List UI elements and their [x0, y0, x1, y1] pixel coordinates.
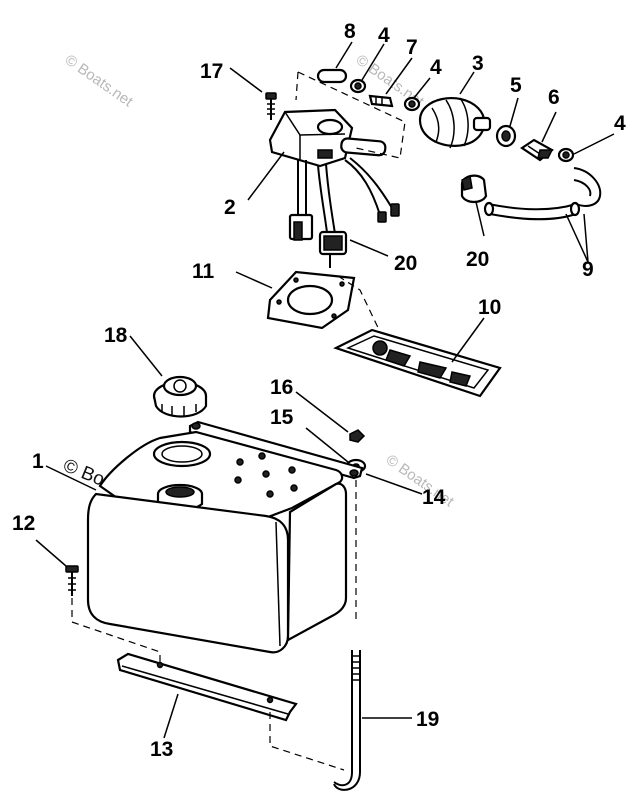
part-bracket-13: [116, 652, 298, 722]
watermark-top-left: © Boats.net: [62, 51, 137, 110]
callout-6: 6: [548, 86, 560, 109]
callout-18: 18: [104, 324, 128, 347]
part-screw-19: [265, 92, 277, 120]
part-washer-4c: [557, 147, 575, 163]
callout-11: 11: [192, 260, 215, 283]
callout-10: 10: [478, 296, 501, 319]
part-fuel-hose-9: [483, 167, 602, 221]
callout-7: 7: [406, 36, 418, 59]
part-ring-5: [495, 124, 517, 148]
part-stud-14: [333, 480, 361, 791]
callout-1: 1: [32, 450, 44, 473]
callout-20-a: 20: [394, 252, 417, 275]
callout-3: 3: [472, 52, 484, 75]
callout-12: 12: [12, 512, 35, 535]
part-connector-body-2: [268, 108, 400, 268]
callout-4-c: 4: [614, 112, 626, 135]
gasket-alignment-line: [337, 275, 384, 339]
part-hose-clamp-20: [460, 174, 488, 204]
part-nut-17: [349, 429, 366, 443]
callout-4-a: 4: [378, 24, 390, 47]
screw-12-alignment-line: [71, 598, 161, 662]
callout-15: 14: [422, 486, 446, 509]
callout-16: 15: [270, 406, 294, 429]
bracket-alignment-line: [269, 712, 345, 771]
callout-17: 16: [270, 376, 293, 399]
part-fitting-row: [295, 68, 421, 159]
callout-13: 13: [150, 738, 173, 761]
callout-20-b: 20: [466, 248, 489, 271]
callout-8: 8: [344, 20, 356, 43]
part-filler-cap-18: [152, 375, 208, 418]
part-cover-plate-10: [333, 328, 502, 398]
part-connector-6: [520, 138, 554, 162]
leader-lines: [35, 41, 615, 739]
callout-9: 9: [582, 258, 594, 281]
callout-labels: 17 2 8 4 7 4 3 5 6 4 20 20 9 11 10 18 16…: [12, 20, 626, 761]
part-gasket-11: [266, 270, 356, 330]
part-fuel-tank-1: [86, 430, 348, 654]
part-primer-bulb-3: [418, 97, 492, 149]
watermark-right-middle: © Boats.net: [383, 451, 458, 510]
callout-4-b: 4: [430, 56, 442, 79]
callout-14: 19: [416, 708, 439, 731]
callout-5: 5: [510, 74, 522, 97]
part-screw-12: [65, 565, 79, 596]
callout-2: 2: [224, 196, 236, 219]
callout-19: 17: [200, 60, 223, 83]
